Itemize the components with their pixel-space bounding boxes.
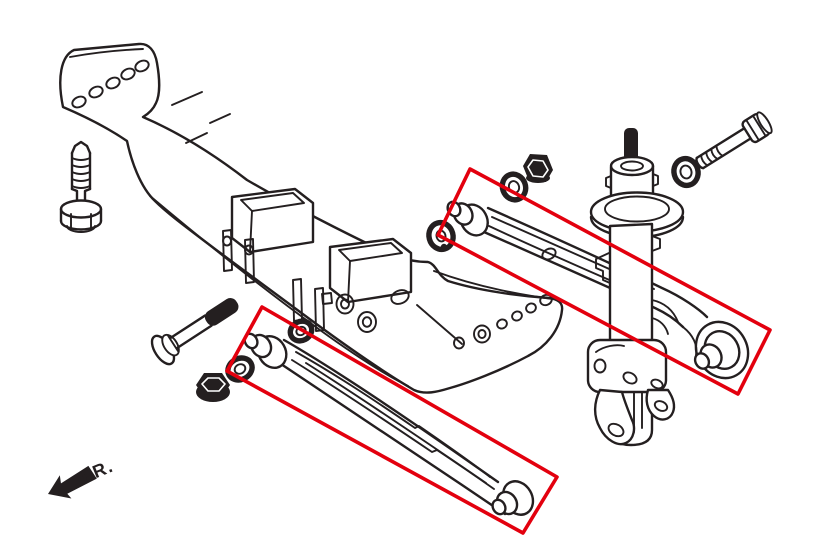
strut-top-mount [605, 155, 659, 198]
mount-hole [120, 67, 136, 81]
box-section-right [328, 237, 413, 304]
washer-strut-bolt [671, 155, 701, 189]
fork-ear-right [645, 388, 676, 421]
lower-arm-bushing-left [243, 332, 288, 370]
stud-bolt [59, 140, 103, 233]
mount-hole [71, 95, 87, 109]
nut-facet [527, 159, 549, 178]
lock-nut [523, 154, 553, 183]
bolt-threads [204, 298, 239, 326]
lower-arm-bushing-right [491, 480, 535, 516]
strut-clip [595, 252, 611, 284]
flange-nut [196, 373, 230, 402]
arm-hole [541, 247, 557, 261]
crossmember [59, 42, 564, 394]
stud-flange [59, 199, 103, 219]
stud-threads [71, 157, 91, 189]
lower-lateral-arm [243, 332, 535, 516]
beam-holes [335, 289, 410, 333]
mount-hole [105, 76, 121, 90]
strut-knuckle-assembly [586, 128, 685, 447]
highlight-box-lower-arm [225, 305, 559, 535]
strut-tab [651, 235, 661, 252]
mount-hole [134, 59, 150, 73]
plate-mount-holes [71, 59, 150, 109]
rib-plates [222, 229, 333, 332]
fr-arrow-icon [48, 465, 97, 499]
upper-arm-eye [693, 320, 750, 380]
front-direction-arrow: FR. [48, 456, 117, 499]
flange-bolt [150, 298, 239, 366]
fr-label: FR. [78, 456, 117, 487]
mount-hole [88, 85, 104, 99]
nut-facet [201, 377, 226, 392]
highlight-box-upper-arm [436, 167, 772, 396]
strut-pinch-bolt [695, 111, 773, 170]
plate-edge-line [69, 48, 144, 58]
spring-lower-seat [651, 299, 679, 335]
fork-ear-left [593, 388, 636, 446]
bolt-thread-rings [700, 144, 724, 167]
knuckle-bracket [586, 338, 676, 446]
strut-rod [624, 128, 638, 164]
end-bracket [416, 270, 554, 350]
upper-arm-bushing-left [446, 200, 489, 237]
